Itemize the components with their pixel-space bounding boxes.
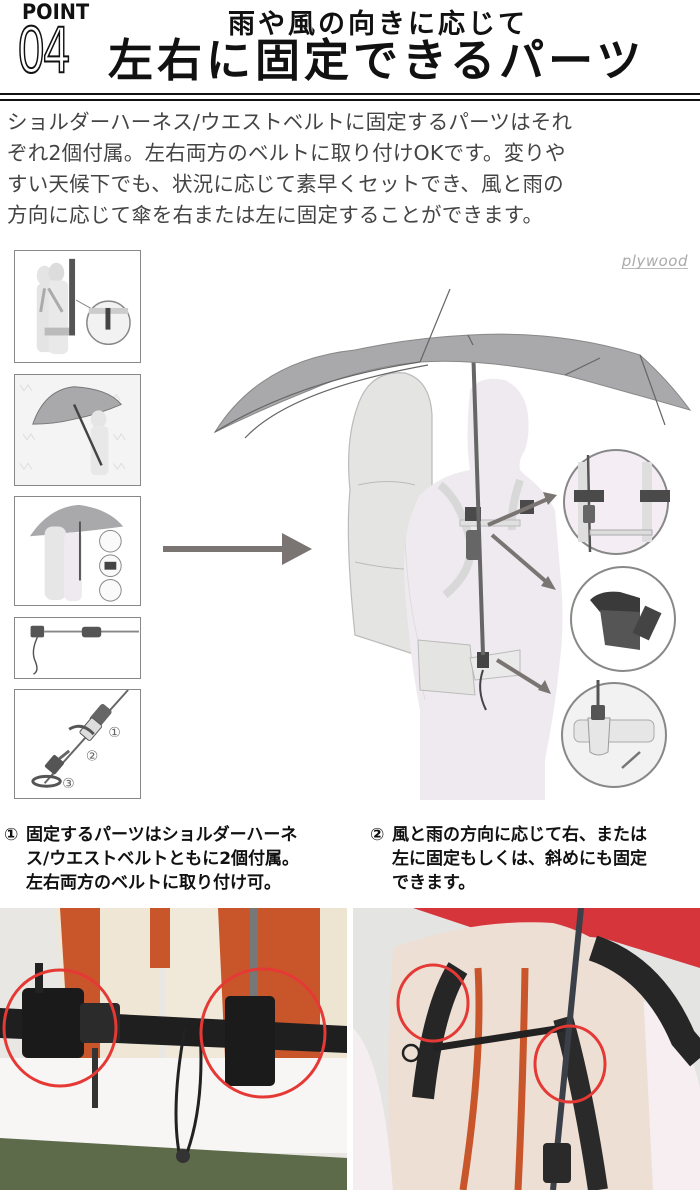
umbrella-rain-icon <box>19 383 126 476</box>
page-header: POINT 04 雨や風の向きに応じて 左右に固定できるパーツ <box>0 0 700 92</box>
caption-number: ① <box>4 825 19 845</box>
handle-detach-steps-icon: ① ② ③ <box>31 690 129 792</box>
intro-paragraph: ショルダーハーネス/ウエストベルトに固定するパーツはそれ ぞれ2個付属。左右両方… <box>7 107 697 231</box>
caption-line: 固定するパーツはショルダーハーネ <box>26 825 298 845</box>
caption-line: 左右両方のベルトに取り付け可。 <box>26 873 281 893</box>
backpack-stowed-umbrella-icon <box>36 258 131 355</box>
step-2-marker: ② <box>86 749 98 765</box>
step-1-marker: ① <box>108 725 120 741</box>
caption-line: 風と雨の方向に応じて右、または <box>392 825 647 845</box>
thumbnail-umbrella-open <box>14 374 141 486</box>
header-divider-top <box>0 93 700 95</box>
caption-line: できます。 <box>392 873 476 893</box>
thumbnail-handle-steps: ① ② ③ <box>14 689 141 799</box>
attachment-overview-icon <box>29 504 124 602</box>
waist-socket-detail-icon <box>561 680 667 788</box>
caption-line: 左に固定もしくは、斜めにも固定 <box>392 849 647 869</box>
thumbnail-attachment-overview <box>14 496 141 606</box>
intro-line: ショルダーハーネス/ウエストベルトに固定するパーツはそれ <box>7 110 573 134</box>
page-title: 左右に固定できるパーツ <box>108 34 646 87</box>
holder-detail-icon <box>570 566 676 672</box>
header-divider-bottom <box>0 99 700 101</box>
intro-line: すい天候下でも、状況に応じて素早くセットでき、風と雨の <box>7 172 564 196</box>
caption-2: ② 風と雨の方向に応じて右、または 左に固定もしくは、斜めにも固定 できます。 <box>370 823 700 895</box>
highlight-circle-icon <box>396 963 470 1043</box>
usage-illustration: ① ② ③ <box>0 240 700 812</box>
point-number: 04 <box>16 14 71 87</box>
main-umbrella-illustration <box>163 288 692 800</box>
caption-number: ② <box>370 825 385 845</box>
thumbnail-strap-handle <box>14 617 141 679</box>
caption-1: ① 固定するパーツはショルダーハーネ ス/ウエストベルトともに2個付属。 左右両方… <box>4 823 349 895</box>
intro-line: 方向に応じて傘を右または左に固定することができます。 <box>7 203 544 227</box>
caption-line: ス/ウエストベルトともに2個付属。 <box>26 849 300 869</box>
thumbnail-stowed-umbrella <box>14 250 141 363</box>
strap-handle-icon <box>30 625 139 675</box>
page-subtitle: 雨や風の向きに応じて <box>228 9 528 40</box>
photo-shoulder-harness <box>353 908 700 1190</box>
shoulder-clip-detail-icon <box>563 449 670 555</box>
brand-watermark: plywood <box>621 252 688 270</box>
step-3-marker: ③ <box>62 776 74 792</box>
waist-belt-photo-image <box>0 908 347 1190</box>
direction-arrow-icon <box>163 533 312 565</box>
intro-line: ぞれ2個付属。左右両方のベルトに取り付けOKです。変りや <box>7 141 566 165</box>
shoulder-harness-photo-image <box>353 908 700 1190</box>
point-label: POINT <box>22 0 90 24</box>
highlight-circle-icon <box>2 968 118 1088</box>
photo-waist-belt <box>0 908 347 1190</box>
highlight-circle-icon <box>199 967 327 1099</box>
highlight-circle-icon <box>533 1024 607 1104</box>
